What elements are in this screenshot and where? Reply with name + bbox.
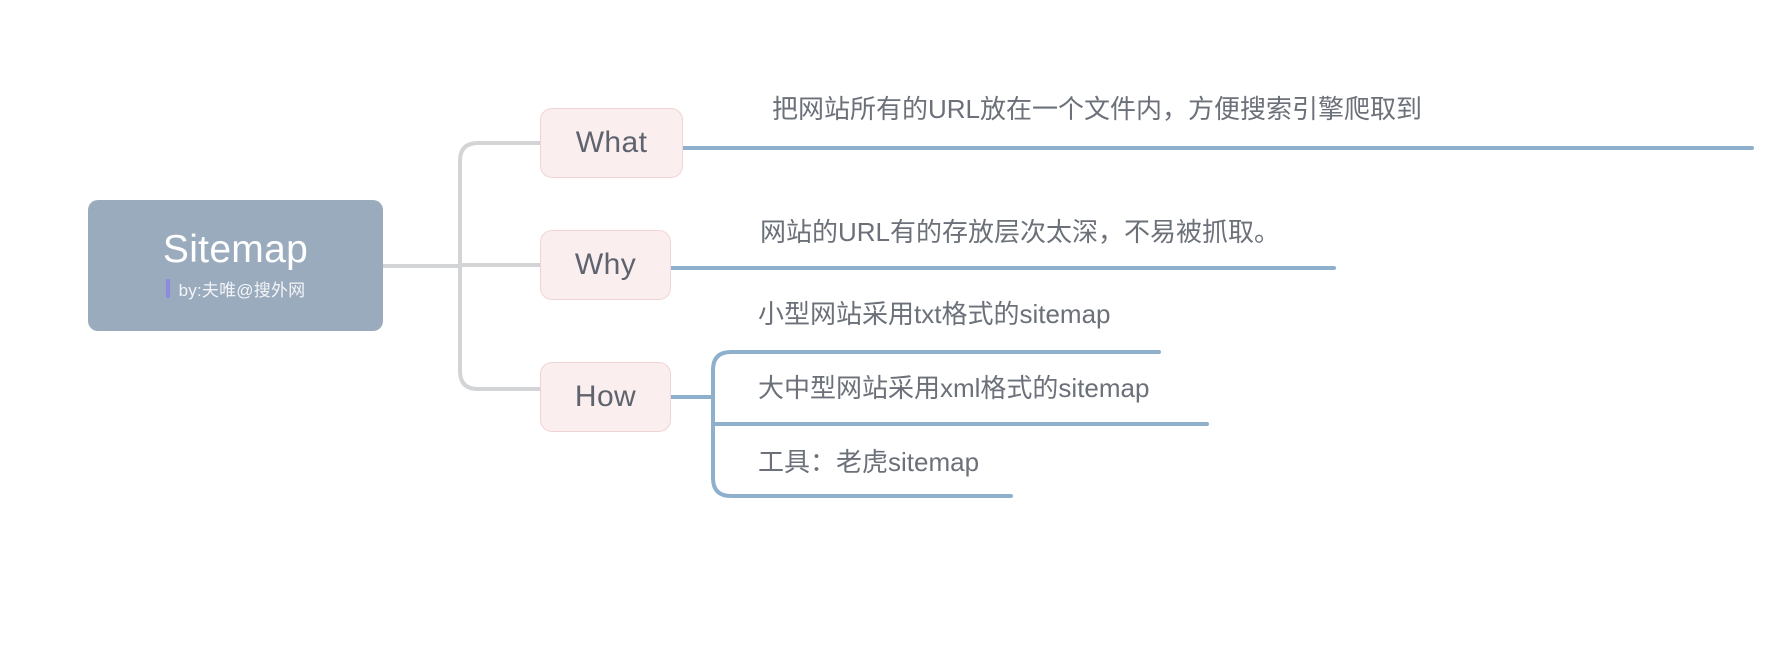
leaf-node-how-3[interactable]: 工具：老虎sitemap — [758, 447, 980, 477]
leaf-node-why-1[interactable]: 网站的URL有的存放层次太深，不易被抓取。 — [760, 217, 1281, 247]
leaf-node-how-1[interactable]: 小型网站采用txt格式的sitemap — [758, 299, 1111, 329]
root-trunk-line — [458, 141, 542, 391]
branch-node-how[interactable]: How — [540, 362, 671, 432]
branch-node-why[interactable]: Why — [540, 230, 671, 300]
leaf-node-how-2[interactable]: 大中型网站采用xml格式的sitemap — [758, 373, 1150, 403]
branch-node-what[interactable]: What — [540, 108, 683, 178]
root-title: Sitemap — [162, 227, 309, 271]
accent-bar-icon — [165, 279, 170, 299]
branch-label-why: Why — [574, 248, 637, 281]
root-node[interactable]: Sitemap by:夫唯@搜外网 — [88, 200, 383, 331]
leaf-node-what-1[interactable]: 把网站所有的URL放在一个文件内，方便搜索引擎爬取到 — [772, 94, 1423, 124]
branch-label-how: How — [574, 380, 637, 413]
branch-label-what: What — [575, 126, 648, 159]
root-subtitle-row: by:夫唯@搜外网 — [165, 276, 306, 301]
root-subtitle: by:夫唯@搜外网 — [178, 281, 306, 301]
